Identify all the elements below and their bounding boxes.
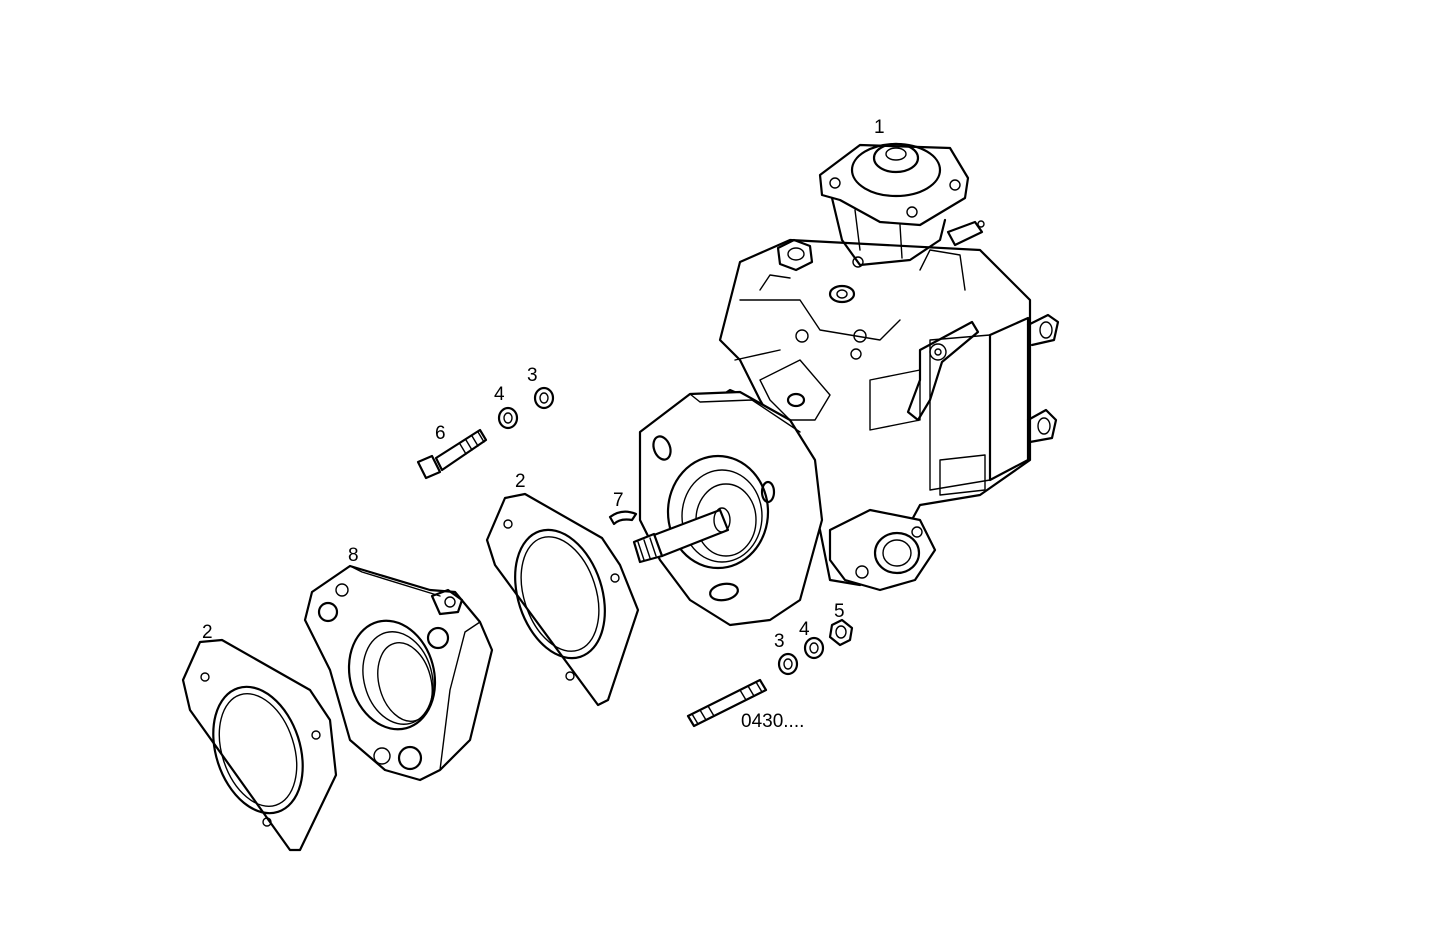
callout-7: 7 <box>613 490 624 511</box>
washer-bottom[interactable] <box>803 636 825 660</box>
adapter-flange[interactable] <box>303 564 494 782</box>
callout-4-bottom: 4 <box>799 619 810 640</box>
gasket-middle[interactable] <box>485 492 640 707</box>
gasket-left[interactable] <box>181 638 338 852</box>
callout-6: 6 <box>435 423 446 444</box>
bolt[interactable] <box>416 428 488 480</box>
callout-3-bottom: 3 <box>774 631 785 652</box>
nut-bottom[interactable] <box>777 652 799 676</box>
callout-2-left: 2 <box>202 622 213 643</box>
washer-top[interactable] <box>497 406 519 430</box>
stud[interactable] <box>686 678 768 728</box>
woodruff-key[interactable] <box>608 510 638 526</box>
callout-5: 5 <box>834 601 845 622</box>
callout-8: 8 <box>348 545 359 566</box>
callout-2-middle: 2 <box>515 471 526 492</box>
part-number-label: 0430.... <box>741 711 804 732</box>
nut-top[interactable] <box>533 386 555 410</box>
callout-4-top: 4 <box>494 384 505 405</box>
callout-1: 1 <box>874 117 885 138</box>
callout-labels: 1 2 2 3 4 6 7 8 3 4 5 0430.... <box>202 117 885 732</box>
callout-3-top: 3 <box>527 365 538 386</box>
hex-nut-bottom[interactable] <box>828 618 854 647</box>
injection-pump[interactable] <box>632 142 1060 627</box>
